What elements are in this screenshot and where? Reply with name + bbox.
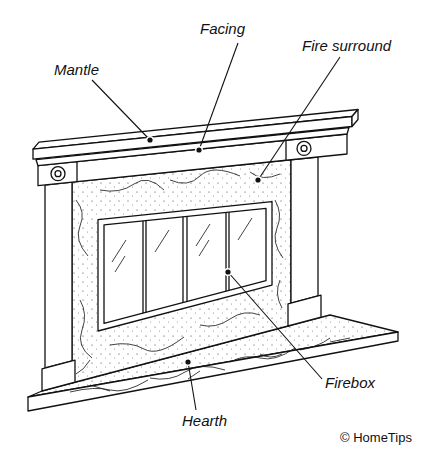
rosette — [51, 167, 65, 181]
leader-dot — [196, 147, 203, 154]
mantle-front — [33, 117, 352, 160]
leader-line — [258, 57, 340, 180]
right-plinth — [288, 295, 321, 326]
fire-surround — [72, 160, 291, 383]
leader-dot — [147, 137, 154, 144]
leader-line — [199, 43, 238, 150]
part-label: Firebox — [325, 374, 375, 392]
leader-line — [228, 272, 322, 379]
leader-dot — [185, 359, 192, 366]
copyright-note: © HomeTips — [340, 430, 412, 446]
part-label: Hearth — [182, 412, 227, 430]
door-frame — [98, 202, 272, 331]
door-inner — [104, 208, 266, 323]
right-column — [291, 157, 318, 303]
leader-line — [188, 362, 196, 410]
part-label: Facing — [200, 20, 245, 38]
leader-dot — [255, 177, 262, 184]
part-label: Mantle — [54, 61, 99, 79]
rosette — [297, 141, 311, 155]
leader-dot — [225, 269, 232, 276]
left-column — [45, 182, 72, 368]
part-label: Fire surround — [302, 37, 391, 55]
leader-line — [92, 80, 150, 140]
left-plinth — [42, 360, 75, 391]
mantle-end — [352, 110, 358, 127]
marble-veins — [76, 170, 283, 374]
glass-glints — [112, 218, 252, 272]
